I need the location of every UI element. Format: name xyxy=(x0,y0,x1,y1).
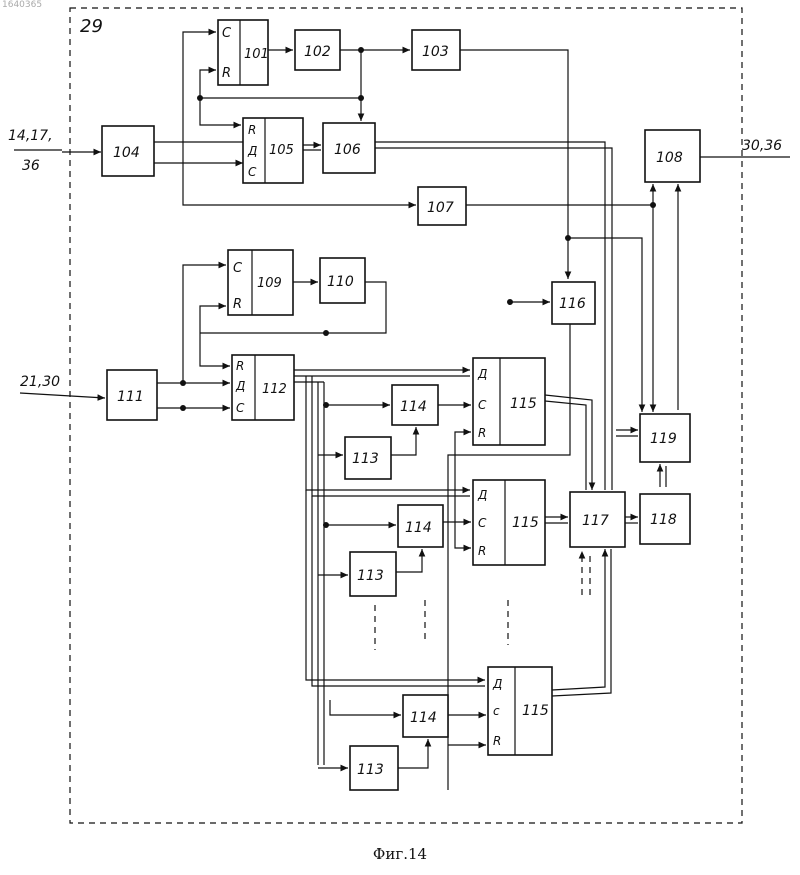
block-104: 104 xyxy=(102,126,154,176)
block-108: 108 xyxy=(645,130,700,182)
svg-text:119: 119 xyxy=(650,431,677,447)
figure-caption: Фиг.14 xyxy=(0,845,800,863)
svg-text:C: C xyxy=(478,398,487,412)
svg-text:R: R xyxy=(478,426,486,440)
block-103: 103 xyxy=(412,30,460,70)
svg-text:R: R xyxy=(478,544,486,558)
svg-text:104: 104 xyxy=(113,145,140,161)
block-118: 118 xyxy=(640,494,690,544)
block-114-1: 114 xyxy=(392,385,438,425)
svg-text:R: R xyxy=(236,359,244,373)
svg-text:Д: Д xyxy=(477,488,487,502)
block-101: C R 101 xyxy=(218,20,269,85)
svg-text:C: C xyxy=(222,26,232,41)
svg-text:116: 116 xyxy=(559,296,586,312)
svg-text:105: 105 xyxy=(269,143,294,158)
svg-text:112: 112 xyxy=(262,382,287,397)
svg-text:R: R xyxy=(493,734,501,748)
block-116: 116 xyxy=(552,282,595,324)
block-115-1: Д C R 115 xyxy=(473,358,545,445)
block-109: C R 109 xyxy=(228,250,293,315)
svg-text:115: 115 xyxy=(512,515,539,531)
input-label-3: 21,30 xyxy=(20,374,60,390)
svg-text:110: 110 xyxy=(327,274,354,290)
input-label-1: 14,17, xyxy=(8,128,53,144)
svg-text:115: 115 xyxy=(510,396,537,412)
svg-text:113: 113 xyxy=(352,451,379,467)
svg-text:108: 108 xyxy=(656,150,683,166)
svg-text:115: 115 xyxy=(522,703,549,719)
block-114-2: 114 xyxy=(398,505,443,547)
block-119: 119 xyxy=(640,414,690,462)
block-117: 117 xyxy=(570,492,625,547)
svg-text:109: 109 xyxy=(257,276,282,291)
output-label: 30,36 xyxy=(742,138,782,154)
block-114-3: 114 xyxy=(403,695,448,737)
input-wire-111 xyxy=(20,393,105,398)
svg-text:114: 114 xyxy=(405,520,432,536)
block-111: 111 xyxy=(107,370,157,420)
block-113-3: 113 xyxy=(350,746,398,790)
svg-text:118: 118 xyxy=(650,512,677,528)
block-102: 102 xyxy=(295,30,340,70)
svg-text:113: 113 xyxy=(357,568,384,584)
svg-text:113: 113 xyxy=(357,762,384,778)
svg-text:Д: Д xyxy=(235,379,245,393)
svg-text:C: C xyxy=(478,516,487,530)
block-106: 106 xyxy=(323,123,375,173)
block-105: R Д C 105 xyxy=(243,118,303,183)
svg-text:Д: Д xyxy=(492,677,502,691)
input-label-2: 36 xyxy=(22,158,40,174)
svg-text:114: 114 xyxy=(410,710,437,726)
module-label: 29 xyxy=(80,16,103,37)
block-115-2: Д C R 115 xyxy=(473,480,545,565)
svg-text:R: R xyxy=(248,123,256,137)
block-113-2: 113 xyxy=(350,552,396,596)
svg-text:R: R xyxy=(233,297,242,312)
svg-text:C: C xyxy=(248,165,257,179)
svg-text:117: 117 xyxy=(582,513,609,529)
block-112: R Д C 112 xyxy=(232,355,294,420)
svg-text:106: 106 xyxy=(334,142,361,158)
block-115-3: Д c R 115 xyxy=(488,667,552,755)
svg-text:C: C xyxy=(233,261,243,276)
block-113-1: 113 xyxy=(345,437,391,479)
svg-text:c: c xyxy=(493,704,500,718)
svg-text:107: 107 xyxy=(427,200,454,216)
svg-text:111: 111 xyxy=(117,389,144,405)
svg-text:102: 102 xyxy=(304,44,331,60)
svg-text:103: 103 xyxy=(422,44,449,60)
svg-text:C: C xyxy=(236,401,245,415)
svg-text:101: 101 xyxy=(244,47,269,62)
svg-text:R: R xyxy=(222,66,231,81)
block-107: 107 xyxy=(418,187,466,225)
lower-wiring xyxy=(294,370,638,768)
svg-text:114: 114 xyxy=(400,399,427,415)
svg-text:Д: Д xyxy=(477,367,487,381)
block-110: 110 xyxy=(320,258,365,303)
svg-text:Д: Д xyxy=(247,144,257,158)
